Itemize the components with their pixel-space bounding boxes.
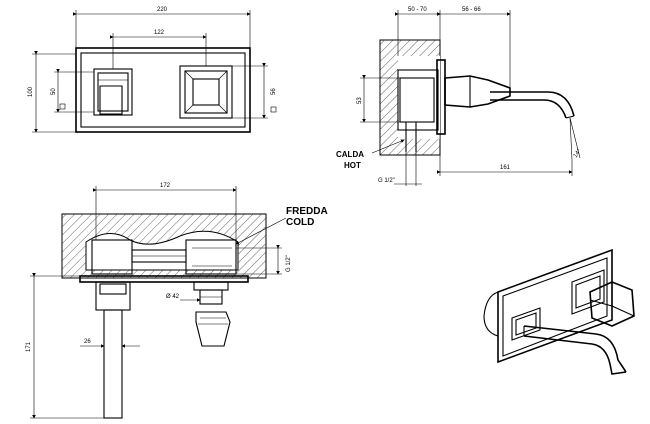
dim-spout-length: 161 — [500, 165, 511, 171]
label-cold: COLD — [286, 217, 314, 228]
right-outlet — [195, 311, 231, 347]
left-pipe — [103, 309, 123, 419]
dim-outlet: Ø 42 — [166, 294, 180, 300]
dim-overall-width: 220 — [157, 7, 168, 13]
dim-side-height: 53 — [357, 97, 363, 104]
front-view: 220 122 100 50 56 — [28, 7, 277, 133]
dim-spacing: 122 — [154, 30, 165, 36]
label-hot: HOT — [344, 161, 361, 170]
dim-handle-left: 50 — [51, 88, 57, 95]
perspective-plate — [497, 248, 613, 364]
label-calda: CALDA — [336, 150, 364, 159]
label-fredda: FREDDA — [286, 206, 328, 217]
dim-side-thread: G 1/2" — [378, 178, 395, 184]
dim-handle-right: 56 — [271, 88, 277, 95]
dim-top-thread: G 1/2" — [286, 255, 292, 272]
dim-top-depth: 171 — [26, 341, 32, 352]
front-plate-inner — [80, 52, 246, 128]
dim-wall-depth: 50 - 70 — [408, 7, 427, 13]
dim-height-left: 100 — [28, 86, 34, 97]
dim-top-width: 172 — [160, 183, 171, 189]
side-spout — [444, 75, 511, 108]
perspective-spout — [523, 325, 627, 375]
dim-pipe: 26 — [84, 339, 91, 345]
side-view: 50 - 70 56 - 66 53 161 14° G 1/2" CALDA … — [336, 7, 583, 186]
top-section-view: 172 FREDDA COLD G 1/2" Ø 42 171 26 — [26, 183, 328, 419]
dim-spout-body: 56 - 66 — [462, 7, 481, 13]
dim-spout-angle: 14° — [573, 148, 583, 159]
perspective-view — [483, 248, 635, 375]
front-plate-outer — [75, 47, 251, 133]
